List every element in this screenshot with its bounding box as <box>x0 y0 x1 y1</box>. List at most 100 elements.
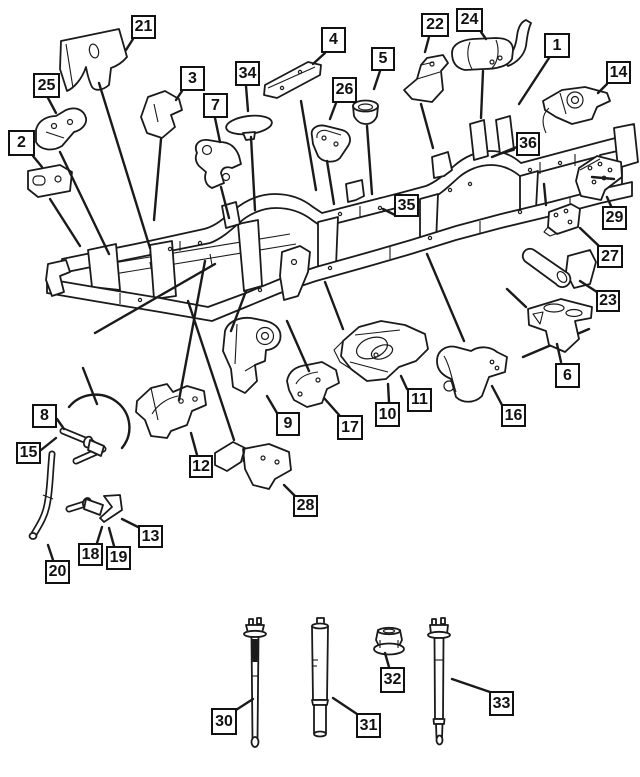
leader-line <box>479 69 485 120</box>
leader-line <box>381 207 397 217</box>
callout-box-24[interactable]: 24 <box>456 8 483 32</box>
leader-line <box>596 82 609 95</box>
part-to-frame-connector-lines <box>48 69 616 442</box>
leader-line <box>578 226 602 249</box>
part-7-bracket <box>194 139 242 189</box>
leader-line <box>55 417 66 431</box>
leader-line <box>323 280 345 331</box>
leader-line <box>152 137 163 222</box>
leader-line <box>93 262 217 335</box>
leader-line <box>386 382 391 404</box>
leader-line <box>419 102 435 150</box>
leader-line <box>177 259 207 402</box>
leader-line <box>311 51 327 66</box>
leader-line <box>450 677 492 694</box>
part-24-mount-with-arm <box>451 19 532 71</box>
leader-line <box>124 37 135 52</box>
leader-line <box>244 84 250 113</box>
callout-box-22[interactable]: 22 <box>421 13 449 37</box>
leader-line <box>425 252 466 343</box>
callout-box-23[interactable]: 23 <box>596 290 620 312</box>
callout-box-35[interactable]: 35 <box>394 194 419 217</box>
part-10-11-mount-assembly <box>333 320 429 382</box>
part-25-bracket <box>35 107 87 151</box>
callout-box-36[interactable]: 36 <box>516 132 540 156</box>
leader-line <box>285 319 311 373</box>
part-3-gusset-bracket <box>140 90 183 139</box>
callout-box-20[interactable]: 20 <box>45 560 70 584</box>
leader-line <box>322 396 342 418</box>
leader-line <box>39 436 58 452</box>
callout-box-10[interactable]: 10 <box>375 402 400 427</box>
callout-box-2[interactable]: 2 <box>8 130 35 156</box>
part-26-skid-pan <box>310 124 351 163</box>
callout-box-34[interactable]: 34 <box>235 61 260 86</box>
frame-rail-details <box>119 154 593 304</box>
leader-line <box>174 89 184 102</box>
callout-box-9[interactable]: 9 <box>276 412 300 436</box>
leader-line <box>555 342 563 364</box>
part-20-bent-rod <box>28 450 56 540</box>
leader-line <box>120 517 140 529</box>
callout-box-16[interactable]: 16 <box>501 404 526 427</box>
callout-box-17[interactable]: 17 <box>337 415 363 440</box>
callout-box-33[interactable]: 33 <box>489 691 514 716</box>
leader-line <box>479 30 488 41</box>
callout-box-11[interactable]: 11 <box>407 388 432 412</box>
leader-line <box>372 69 382 91</box>
leader-line <box>505 287 528 309</box>
callout-leader-lines <box>31 30 613 716</box>
leader-line <box>48 197 82 248</box>
leader-line <box>265 394 279 415</box>
callout-box-12[interactable]: 12 <box>189 455 213 478</box>
part-28-bracket-assembly <box>214 441 292 490</box>
callout-box-26[interactable]: 26 <box>332 77 357 103</box>
callout-box-31[interactable]: 31 <box>356 713 381 738</box>
part-22-gusset-plate <box>403 54 449 103</box>
leader-line <box>423 35 431 54</box>
callout-box-5[interactable]: 5 <box>371 47 395 71</box>
callout-box-27[interactable]: 27 <box>597 245 623 268</box>
callout-box-7[interactable]: 7 <box>203 93 228 118</box>
leader-line <box>46 96 58 115</box>
bolt-33-long-hex-flange-bolt <box>427 617 451 746</box>
leader-line <box>383 651 391 669</box>
callout-box-28[interactable]: 28 <box>293 495 318 517</box>
leader-line <box>213 116 222 144</box>
callout-box-6[interactable]: 6 <box>555 363 580 388</box>
leader-line <box>81 366 99 406</box>
part-2-mount-bracket <box>27 164 73 198</box>
leader-line <box>46 543 55 562</box>
leader-line <box>229 289 248 333</box>
callout-box-1[interactable]: 1 <box>544 33 570 58</box>
callout-box-30[interactable]: 30 <box>211 708 237 735</box>
nut-32-flange-nut <box>373 626 405 656</box>
leader-line <box>490 384 504 407</box>
part-13-18-19-pin-cluster <box>65 494 123 523</box>
callout-box-18[interactable]: 18 <box>78 543 103 566</box>
part-12-saddle-bracket <box>135 383 207 439</box>
callout-box-32[interactable]: 32 <box>380 667 405 693</box>
part-4-channel-bracket <box>263 61 322 99</box>
leader-line <box>517 56 551 106</box>
leader-line <box>31 154 44 169</box>
leader-line <box>234 697 255 712</box>
part-27-small-plate <box>543 203 581 237</box>
callout-box-3[interactable]: 3 <box>180 66 205 91</box>
leader-line <box>328 101 338 121</box>
part-17-saddle-bracket <box>286 361 340 408</box>
callout-box-19[interactable]: 19 <box>106 546 131 570</box>
callout-box-15[interactable]: 15 <box>16 442 41 464</box>
bolt-30-long-hex-flange-bolt <box>243 617 267 748</box>
callout-box-25[interactable]: 25 <box>33 73 60 98</box>
callout-box-14[interactable]: 14 <box>606 61 631 84</box>
leader-line <box>186 299 236 442</box>
part-9-tall-mount-bracket <box>222 316 282 394</box>
callout-box-8[interactable]: 8 <box>32 404 57 428</box>
leader-line <box>605 195 613 208</box>
callout-box-29[interactable]: 29 <box>602 206 627 230</box>
callout-box-4[interactable]: 4 <box>321 27 346 53</box>
callout-box-13[interactable]: 13 <box>138 525 163 548</box>
callout-box-21[interactable]: 21 <box>131 15 156 39</box>
